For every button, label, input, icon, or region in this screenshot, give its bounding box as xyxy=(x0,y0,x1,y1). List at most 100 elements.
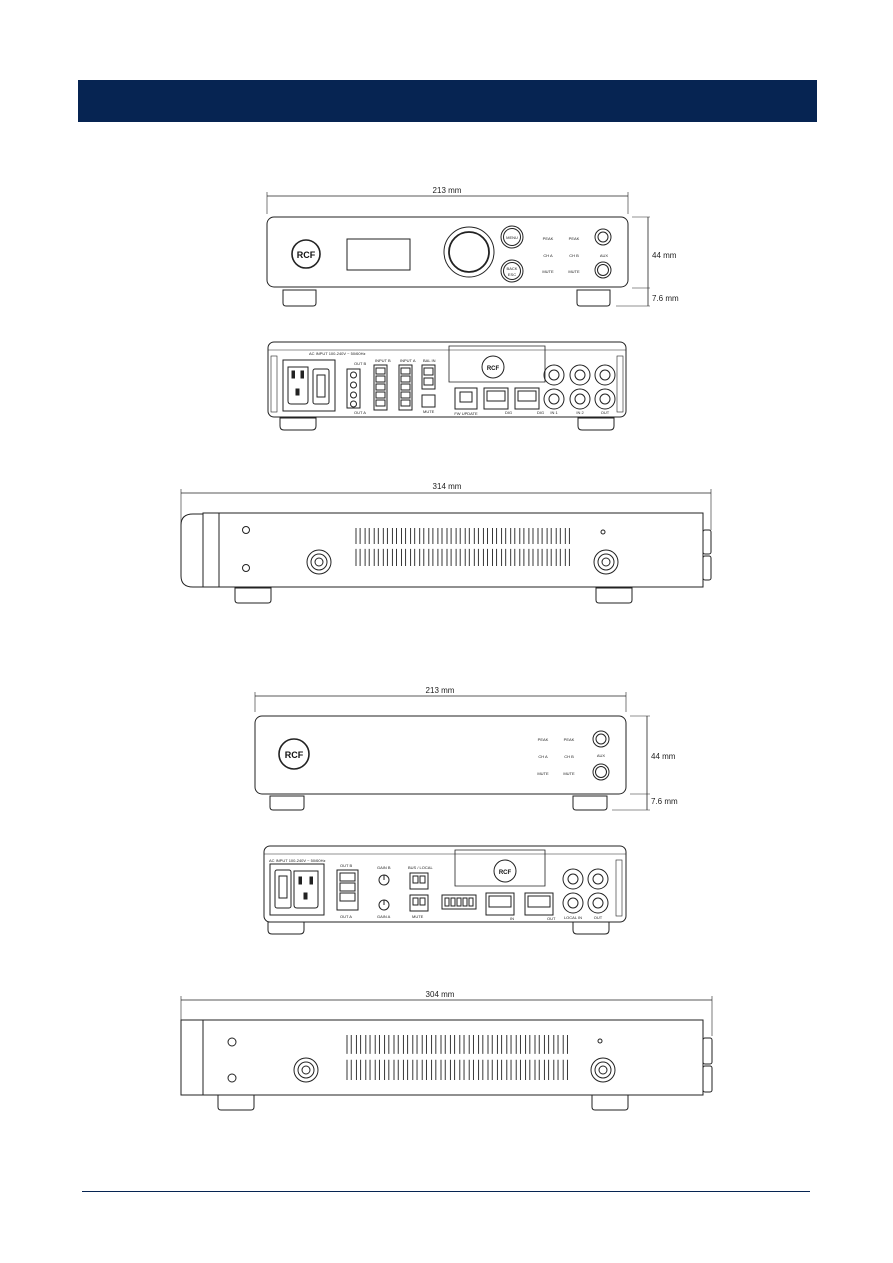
ac-input-label: AC INPUT 100-240V ~ 50/60Hz xyxy=(309,351,366,356)
vent-slot xyxy=(421,1035,427,1080)
rcf-logo-rear-2: RCF xyxy=(499,870,512,876)
bus-in-label: IN xyxy=(510,916,514,921)
vent-slot xyxy=(446,528,452,566)
footer-rule xyxy=(82,1191,810,1192)
dim-foot-front-2: 7.6 mm xyxy=(651,797,678,806)
front-view-2 xyxy=(254,692,650,811)
fw-update-label: FW UPDATE xyxy=(454,411,478,416)
vent-slot xyxy=(515,1035,521,1080)
vent-slot xyxy=(428,528,434,566)
vent-slot xyxy=(492,528,498,566)
vent-slot xyxy=(393,1035,399,1080)
gain-b-label: GAIN B xyxy=(377,865,391,870)
vent-slot xyxy=(412,1035,418,1080)
mute-a-label: MUTE xyxy=(542,269,554,274)
aux-label-2: AUX xyxy=(597,753,606,758)
vent-slot xyxy=(555,528,561,566)
back-button-label: BACK xyxy=(507,266,518,271)
dim-length-side-2: 304 mm xyxy=(426,990,455,999)
peak-b-label: PEAK xyxy=(569,236,580,241)
vent-slot xyxy=(355,528,361,566)
rear-view-2 xyxy=(263,845,627,935)
vent-slot xyxy=(473,528,479,566)
vent-slot xyxy=(449,1035,456,1080)
vent-slot xyxy=(382,528,388,566)
dim-length-side-1: 314 mm xyxy=(433,482,462,491)
in1-label: IN 1 xyxy=(550,410,558,415)
mute-rear-label: MUTE xyxy=(423,409,435,414)
vent-slot xyxy=(419,528,425,566)
ch-a-label: CH A xyxy=(543,253,553,258)
local-in-label: LOCAL IN xyxy=(564,915,582,920)
esc-button-label: ESC xyxy=(508,272,516,277)
out-rear-label-2: OUT xyxy=(594,915,603,920)
side-view-2 xyxy=(180,996,713,1111)
peak-a-label-2: PEAK xyxy=(538,737,549,742)
aux-label: AUX xyxy=(600,253,609,258)
vent-slot xyxy=(431,1035,437,1080)
vent-slot xyxy=(391,528,397,566)
vent-slot xyxy=(468,1035,474,1080)
vent-slot xyxy=(543,1035,550,1080)
vent-slot xyxy=(364,528,370,566)
vent-slot xyxy=(440,1035,446,1080)
mute-b-label: MUTE xyxy=(568,269,580,274)
mute-b-label-2: MUTE xyxy=(563,771,575,776)
vent-slot xyxy=(459,1035,465,1080)
vent-slot xyxy=(510,528,516,566)
dim-width-front-2: 213 mm xyxy=(426,686,455,695)
out-a-label-2: OUT A xyxy=(340,914,352,919)
rcf-logo-rear-1: RCF xyxy=(487,366,500,372)
vent-slot xyxy=(464,528,470,566)
vent-slot xyxy=(496,1035,503,1080)
side-view-1 xyxy=(180,489,712,604)
mute-rear-label-2: MUTE xyxy=(412,914,424,919)
dim-height-front-2: 44 mm xyxy=(651,752,676,761)
dim-height-front-1: 44 mm xyxy=(652,251,677,260)
net2-label: DIG xyxy=(537,410,544,415)
vent-slot xyxy=(437,528,443,566)
vent-slot xyxy=(482,528,488,566)
front-view-1 xyxy=(266,192,650,307)
net1-label: DIG xyxy=(505,410,512,415)
ch-b-label-2: CH B xyxy=(564,754,574,759)
vent-slot xyxy=(365,1035,371,1080)
bus-out-label: OUT xyxy=(547,916,556,921)
vent-slot xyxy=(410,528,416,566)
vent-slot xyxy=(501,528,507,566)
vent-slot xyxy=(537,528,543,566)
dim-foot-front-1: 7.6 mm xyxy=(652,294,679,303)
vent-slot xyxy=(525,1035,531,1080)
vent-slot xyxy=(346,1035,352,1080)
menu-button-label: MENU xyxy=(506,235,518,240)
vent-slot xyxy=(384,1035,390,1080)
bus-local-label: BUS / LOCAL xyxy=(408,865,433,870)
vent-slot xyxy=(355,1035,362,1080)
bal-in-label: BAL IN xyxy=(423,358,436,363)
peak-b-label-2: PEAK xyxy=(564,737,575,742)
out-a-label: OUT A xyxy=(354,410,366,415)
vent-slot xyxy=(401,528,407,566)
in2-label: IN 2 xyxy=(576,410,584,415)
vent-slot xyxy=(478,1035,484,1080)
vent-slot xyxy=(564,528,570,566)
mute-a-label-2: MUTE xyxy=(537,771,549,776)
vent-slot xyxy=(487,1035,493,1080)
rcf-logo-front-1: RCF xyxy=(297,250,316,260)
vent-slot xyxy=(534,1035,540,1080)
ch-b-label: CH B xyxy=(569,253,579,258)
vent-slot xyxy=(506,1035,512,1080)
peak-a-label: PEAK xyxy=(543,236,554,241)
vent-slot xyxy=(519,528,525,566)
out-rear-label: OUT xyxy=(601,410,610,415)
input-b-label: INPUT B xyxy=(375,358,391,363)
input-a-label: INPUT A xyxy=(400,358,416,363)
vent-slot xyxy=(402,1035,409,1080)
rear-view-1 xyxy=(267,341,627,431)
ch-a-label-2: CH A xyxy=(538,754,548,759)
dim-width-front-1: 213 mm xyxy=(433,186,462,195)
vent-slot xyxy=(455,528,461,566)
header-bar xyxy=(78,80,817,122)
vent-slot xyxy=(562,1035,568,1080)
vent-slot xyxy=(373,528,379,566)
